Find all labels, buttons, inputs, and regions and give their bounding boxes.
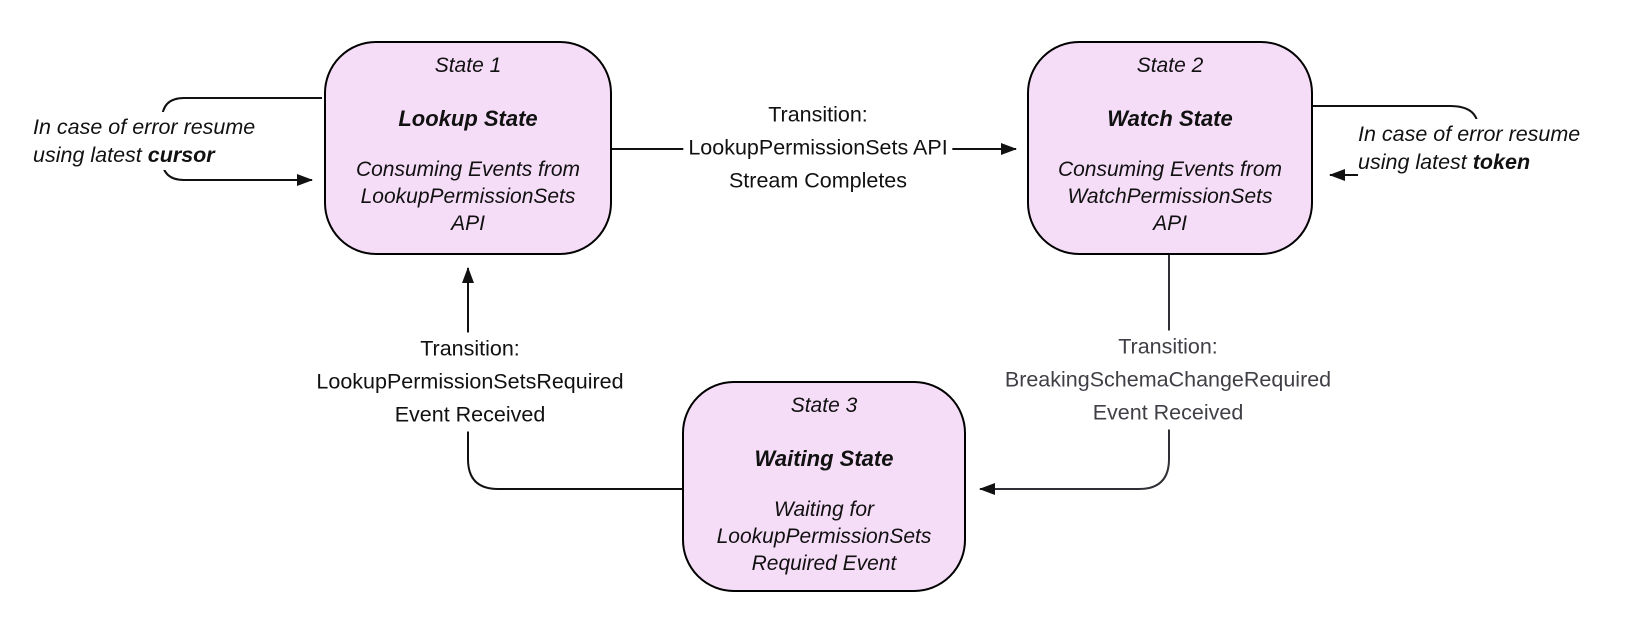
transition-label-watch-to-waiting: Transition: BreakingSchemaChangeRequired…: [999, 330, 1337, 430]
state-node-waiting: State 3 Waiting State Waiting for Lookup…: [682, 381, 966, 592]
state-name: Waiting State: [754, 446, 894, 471]
error-resume-note-cursor: In case of error resume using latest cur…: [33, 112, 260, 170]
transition-label-waiting-to-lookup: Transition: LookupPermissionSetsRequired…: [311, 332, 629, 432]
emphasis-cursor: cursor: [147, 143, 215, 167]
arrow-state2-to-state3: [979, 255, 1170, 495]
state-node-lookup: State 1 Lookup State Consuming Events fr…: [324, 41, 612, 255]
state-title: State 2: [1136, 54, 1204, 77]
emphasis-token: token: [1472, 150, 1531, 174]
state-description: Consuming Events from WatchPermissionSet…: [1057, 158, 1283, 235]
state-name: Watch State: [1107, 106, 1233, 131]
error-resume-note-token: In case of error resume using latest tok…: [1358, 119, 1585, 177]
state-description: Consuming Events from LookupPermissionSe…: [355, 158, 581, 235]
transition-label-lookup-to-watch: Transition: LookupPermissionSets API Str…: [683, 98, 953, 198]
state-node-watch: State 2 Watch State Consuming Events fro…: [1027, 41, 1313, 255]
arrow-state3-to-state1: [462, 267, 682, 490]
state-name: Lookup State: [398, 106, 538, 131]
state-title: State 3: [790, 394, 858, 417]
state-description: Waiting for LookupPermissionSets Require…: [716, 498, 932, 575]
state-title: State 1: [434, 54, 502, 77]
